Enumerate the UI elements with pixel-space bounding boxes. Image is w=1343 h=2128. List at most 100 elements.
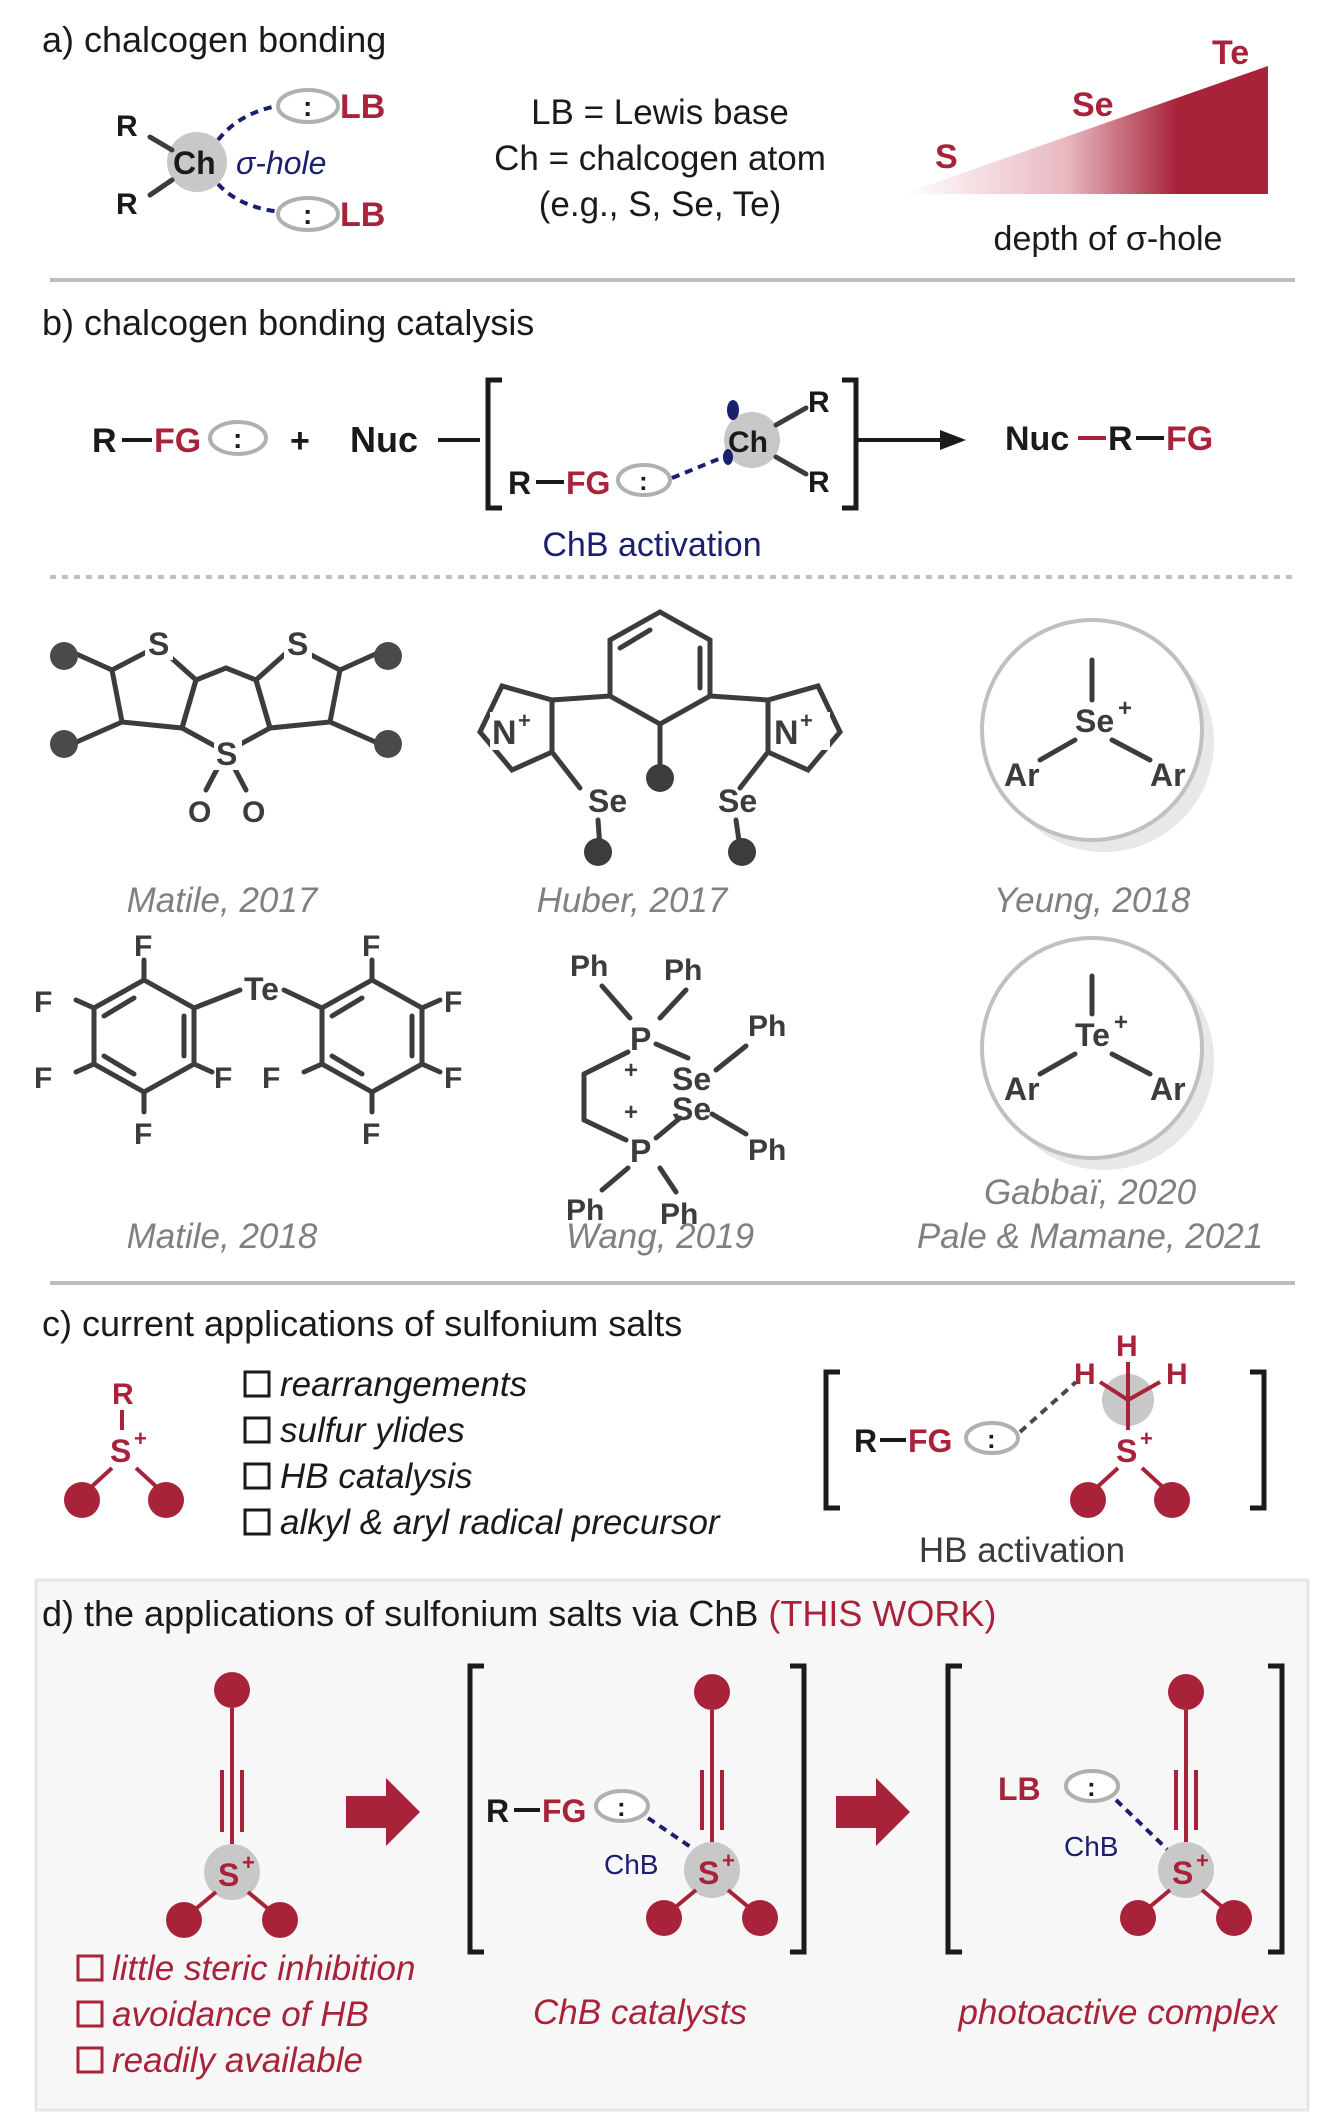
intermediate-bond-r-bottom xyxy=(773,454,809,477)
intermediate-r-label: R xyxy=(508,465,531,501)
legend-line-2: Ch = chalcogen atom xyxy=(494,139,826,178)
feature-item: avoidance of HB xyxy=(112,1995,369,2034)
r-bottom-label: R xyxy=(116,188,138,221)
svg-text:O: O xyxy=(188,796,211,829)
svg-text:Ph: Ph xyxy=(748,1134,786,1167)
intermediate-lone-pair-dots: : xyxy=(639,466,648,496)
gradient-caption: depth of σ-hole xyxy=(994,220,1223,258)
ref-huber-2017: Huber, 2017 xyxy=(537,881,729,920)
svg-text:S: S xyxy=(216,736,237,772)
lone-pair-dots-top: : xyxy=(303,91,312,122)
product-fg: FG xyxy=(1166,420,1213,458)
intermediate-fg-label: FG xyxy=(566,465,610,501)
svg-text:+: + xyxy=(1114,1009,1128,1036)
svg-text:+: + xyxy=(1196,1848,1209,1873)
intermediate-ch-circle xyxy=(724,412,780,468)
svg-text:F: F xyxy=(444,1062,462,1095)
svg-text:Se: Se xyxy=(1075,703,1114,739)
svg-text:Ar: Ar xyxy=(1150,757,1186,793)
scheme-nuc-label: Nuc xyxy=(350,419,418,460)
svg-text:H: H xyxy=(1166,1358,1188,1391)
intermediate-bond-r-top xyxy=(773,405,809,428)
chalcogen-label: Ch xyxy=(173,145,216,181)
applications-list: rearrangements sulfur ylides HB catalysi… xyxy=(243,1365,721,1542)
svg-text:ChB: ChB xyxy=(1064,1831,1118,1862)
svg-text:Ph: Ph xyxy=(566,1194,604,1227)
scheme-plus: + xyxy=(290,422,310,460)
svg-text:+: + xyxy=(134,1426,147,1451)
chb-dash-bottom xyxy=(216,182,283,214)
product-r: R xyxy=(1108,420,1133,458)
ref-yeung-2018: Yeung, 2018 xyxy=(994,881,1191,920)
svg-text:FG: FG xyxy=(542,1793,586,1829)
hb-activation-label: HB activation xyxy=(919,1531,1125,1570)
svg-text:S: S xyxy=(148,626,169,662)
product-nuc: Nuc xyxy=(1005,420,1069,458)
lone-pair-top xyxy=(276,88,340,124)
chb-catalysts-label: ChB catalysts xyxy=(533,1993,747,2032)
svg-text:+: + xyxy=(518,708,531,733)
arrow-right-2 xyxy=(836,1778,910,1846)
application-item: alkyl & aryl radical precursor xyxy=(280,1503,721,1542)
svg-text:F: F xyxy=(34,986,52,1019)
catalyst-matile-2018: Te F F F F F F F F F F xyxy=(34,930,462,1151)
svg-text:ChB: ChB xyxy=(604,1849,658,1880)
svg-text::: : xyxy=(987,1424,996,1454)
svg-text::: : xyxy=(617,1792,626,1822)
ref-gabbai-2020: Gabbaï, 2020 xyxy=(984,1173,1197,1212)
svg-text:Se: Se xyxy=(588,783,627,819)
gradient-label-te: Te xyxy=(1212,34,1249,72)
arrow-right-1 xyxy=(346,1778,420,1846)
lone-pair-bottom xyxy=(276,196,340,232)
gradient-label-s: S xyxy=(935,138,958,176)
svg-text:S: S xyxy=(698,1855,719,1891)
svg-text:Se: Se xyxy=(718,783,757,819)
intermediate-bracket-right xyxy=(842,377,859,511)
ref-matile-2017: Matile, 2017 xyxy=(127,881,319,920)
scheme-lone-pair-dots: : xyxy=(233,423,242,454)
reaction-arrow-head xyxy=(940,430,966,450)
ref-wang-2019: Wang, 2019 xyxy=(566,1217,754,1256)
svg-text:Ph: Ph xyxy=(570,950,608,983)
svg-text:Te: Te xyxy=(244,971,279,1007)
sigma-hole-label: σ-hole xyxy=(236,145,326,181)
scheme-lone-pair xyxy=(208,420,268,456)
chb-activation-label: ChB activation xyxy=(542,526,761,564)
chalcogen-atom-circle xyxy=(167,132,227,192)
sigma-hole-marker-1 xyxy=(727,400,739,420)
svg-text:N: N xyxy=(774,714,799,752)
svg-text:Ph: Ph xyxy=(748,1010,786,1043)
application-item: HB catalysis xyxy=(280,1457,473,1496)
svg-text:F: F xyxy=(134,1118,152,1151)
chb-catalyst-structure: R FG : ChB S + xyxy=(467,1663,807,1955)
svg-text:F: F xyxy=(362,930,380,963)
section-d-panel xyxy=(34,1578,1310,2112)
features-list: little steric inhibition avoidance of HB… xyxy=(76,1949,415,2080)
section-c-heading: c) current applications of sulfonium sal… xyxy=(42,1303,682,1344)
legend-line-3: (e.g., S, Se, Te) xyxy=(539,185,782,224)
sigma-hole-marker-2 xyxy=(723,449,733,465)
catalyst-matile-2017: S S S O O xyxy=(50,626,402,829)
svg-text:Se: Se xyxy=(672,1061,711,1097)
svg-text:Se: Se xyxy=(672,1091,711,1127)
lb-label-bottom: LB xyxy=(340,196,385,234)
svg-text:Ar: Ar xyxy=(1004,1071,1040,1107)
svg-text:+: + xyxy=(624,1057,638,1084)
svg-text:+: + xyxy=(800,708,813,733)
svg-text:+: + xyxy=(242,1850,255,1875)
svg-text:Ph: Ph xyxy=(660,1198,698,1231)
svg-text:F: F xyxy=(134,930,152,963)
application-item: sulfur ylides xyxy=(280,1411,465,1450)
lb-label-top: LB xyxy=(340,88,385,126)
legend-line-1: LB = Lewis base xyxy=(531,93,789,132)
svg-text:FG: FG xyxy=(908,1423,952,1459)
svg-text:Te: Te xyxy=(1075,1017,1110,1053)
svg-text:Ar: Ar xyxy=(1150,1071,1186,1107)
intermediate-r-top: R xyxy=(808,386,830,419)
application-item: rearrangements xyxy=(280,1365,527,1404)
photoactive-complex-structure: LB : ChB S + xyxy=(945,1663,1285,1955)
svg-text:R: R xyxy=(112,1378,134,1411)
svg-text:+: + xyxy=(1118,695,1132,722)
section-a-heading: a) chalcogen bonding xyxy=(42,19,386,60)
